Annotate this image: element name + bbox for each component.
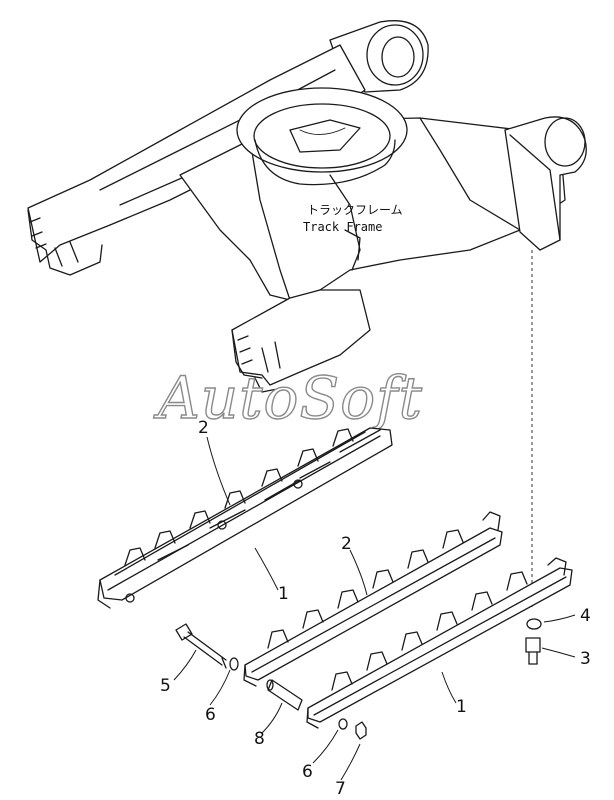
frame-label-en: Track Frame: [303, 220, 382, 234]
track-frame: [27, 20, 587, 393]
washer-part-4: [526, 618, 542, 630]
callout-1-lower: 1: [456, 697, 467, 717]
frame-label-jp: トラックフレーム: [307, 203, 403, 217]
callout-8: 8: [254, 729, 265, 749]
callout-4: 4: [580, 606, 591, 626]
watermark-text: AutoSoft: [153, 364, 423, 432]
track-guard-middle: [243, 511, 503, 687]
callout-6-upper: 6: [205, 705, 216, 725]
leader-lines: [173, 436, 576, 781]
callout-6-lower: 6: [302, 762, 313, 782]
bolt-part-5: [175, 623, 227, 669]
track-guard-upper: [97, 427, 393, 609]
washer-part-6b: [338, 718, 348, 730]
callout-5: 5: [160, 676, 171, 696]
nut-part-7: [355, 721, 367, 740]
track-guard-lower: [306, 557, 573, 729]
bolt-part-3: [525, 637, 541, 665]
callout-7: 7: [335, 779, 346, 799]
callout-2-upper: 2: [198, 418, 209, 438]
spacer-pipe-part-8: [266, 679, 303, 711]
callout-2-middle: 2: [341, 534, 352, 554]
callout-1-upper: 1: [278, 584, 289, 604]
callout-3: 3: [580, 649, 591, 669]
washer-part-6a: [229, 657, 239, 671]
